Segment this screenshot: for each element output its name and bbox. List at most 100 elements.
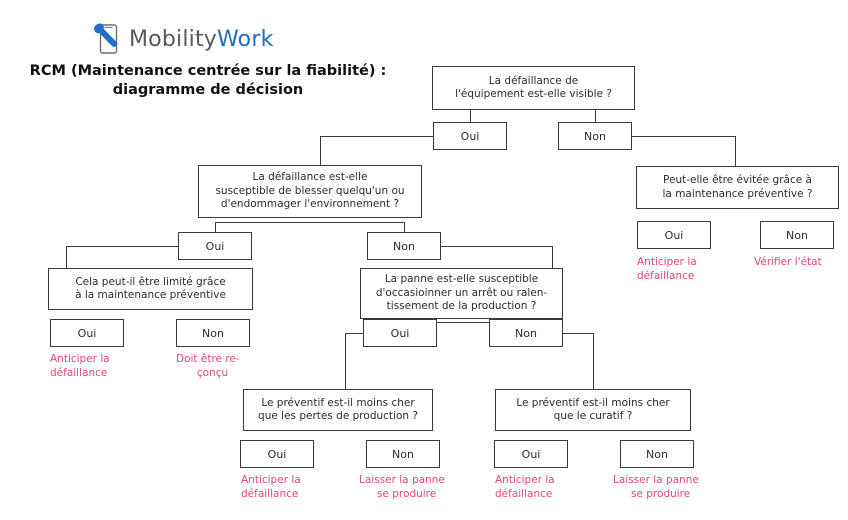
action-safetyprev-yes-anticipate: Anticiper la défaillance: [50, 353, 150, 380]
connector-safety-to-no: [404, 222, 405, 232]
answer-safetyprev-no-label: Non: [202, 326, 224, 340]
question-failure-harms-people-or-environment: La défaillance est-elle susceptible de b…: [198, 165, 422, 218]
action-safetyprev-yes-line2: défaillance: [50, 366, 108, 379]
page-title-line1: RCM (Maintenance centrée sur la fiabilit…: [29, 63, 387, 79]
action-safetyprev-no-redesign: Doit être re- çonçu: [176, 353, 271, 380]
action-costprod-no-line2: se produire: [377, 487, 437, 500]
q-safety-line2: susceptible de blesser quelqu'un ou: [215, 184, 405, 197]
connector-root-no-v: [735, 136, 736, 166]
connector-root-yes-h: [320, 136, 433, 137]
action-hidden-no-check-state: Vérifier l'état: [754, 256, 848, 270]
answer-costprod-no-label: Non: [392, 447, 414, 461]
answer-production-no: Non: [489, 319, 563, 347]
answer-safetyprev-yes-label: Oui: [77, 326, 97, 340]
connector-production-yes-v: [345, 333, 346, 389]
action-costprod-yes-line1: Anticiper la: [241, 474, 301, 486]
answer-safetyprev-yes: Oui: [50, 319, 124, 347]
connector-safety-no-h: [441, 246, 552, 247]
answer-costcur-no: Non: [620, 440, 694, 468]
question-can-be-avoided-by-preventive-maintenance: Peut-elle être évitée grâce à la mainten…: [636, 166, 839, 209]
action-costcur-no-line1: Laisser la panne: [613, 474, 699, 486]
answer-root-yes-label: Oui: [460, 129, 480, 143]
answer-costprod-yes-label: Oui: [267, 447, 287, 461]
action-hidden-yes-line1: Anticiper la: [637, 256, 697, 268]
q-production-line1: La panne est-elle susceptible: [384, 273, 539, 286]
q-root-line2: l'équipement est-elle visible ?: [455, 88, 612, 100]
connector-safety-to-yes: [215, 222, 216, 232]
logo-wordmark: MobilityWork: [129, 27, 274, 52]
action-costcur-no-line2: se produire: [631, 487, 691, 500]
action-hidden-yes-line2: défaillance: [637, 269, 695, 282]
answer-hidden-no-label: Non: [786, 228, 808, 242]
connector-production-yes-h: [345, 333, 363, 334]
question-can-be-limited-by-preventive-maintenance: Cela peut-il être limité grâce à la main…: [48, 268, 253, 310]
answer-safety-yes-label: Oui: [205, 239, 225, 253]
question-failure-causes-production-stop: La panne est-elle susceptible d'occasioi…: [360, 268, 563, 319]
answer-root-no-label: Non: [584, 129, 606, 143]
page-title-line2: diagramme de décision: [112, 82, 304, 98]
action-costprod-no-line1: Laisser la panne: [359, 474, 445, 486]
answer-costcur-no-label: Non: [646, 447, 668, 461]
q-hidden-line2: la maintenance préventive ?: [662, 187, 813, 200]
connector-root-to-yes: [470, 110, 471, 122]
mobility-work-logo: MobilityWork: [92, 22, 274, 56]
answer-hidden-yes: Oui: [637, 221, 711, 249]
answer-hidden-yes-label: Oui: [664, 228, 684, 242]
q-safety-line1: La défaillance est-elle: [252, 171, 368, 184]
answer-costprod-no: Non: [366, 440, 440, 468]
connector-root-no-h: [632, 136, 735, 137]
connector-root-yes-v: [320, 136, 321, 165]
action-costprod-yes-line2: défaillance: [241, 487, 299, 500]
q-production-line2: d'occasioinner un arrêt ou ralen-: [375, 286, 548, 299]
logo-text-mobility: Mobility: [129, 26, 217, 52]
answer-root-no: Non: [558, 122, 632, 150]
answer-production-yes-label: Oui: [390, 326, 410, 340]
question-equipment-failure-visible: La défaillance de l'équipement est-elle …: [432, 66, 635, 110]
q-costprod-line2: que les pertes de production ?: [258, 410, 418, 422]
connector-safety-no-v: [552, 246, 553, 268]
q-costcur-line1: Le préventif est-il moins cher: [516, 396, 670, 409]
action-safetyprev-no-line1: Doit être re-: [176, 353, 240, 365]
wrench-tablet-icon: [92, 22, 122, 56]
q-hidden-line1: Peut-elle être évitée grâce à: [663, 174, 812, 186]
action-hidden-no-line1: Vérifier l'état: [754, 256, 822, 268]
q-safetyprev-line1: Cela peut-il être limité grâce: [75, 275, 226, 288]
action-costprod-yes-anticipate: Anticiper la défaillance: [241, 474, 341, 501]
action-costcur-yes-anticipate: Anticiper la défaillance: [495, 474, 595, 501]
answer-costprod-yes: Oui: [240, 440, 314, 468]
connector-production-span: [400, 322, 526, 323]
action-safetyprev-no-line2: çonçu: [196, 366, 229, 379]
q-root-line1: La défaillance de: [488, 74, 579, 87]
q-costcur-line2: que le curatif ?: [553, 410, 633, 422]
connector-production-no-v: [593, 333, 594, 389]
question-preventive-cheaper-than-curative: Le préventif est-il moins cher que le cu…: [495, 389, 691, 431]
action-costcur-no-let-fail: Laisser la panne se produire: [613, 474, 723, 501]
action-costcur-yes-line1: Anticiper la: [495, 474, 555, 486]
q-costprod-line1: Le préventif est-il moins cher: [261, 396, 415, 409]
q-safetyprev-line2: à la maintenance préventive: [75, 289, 226, 301]
answer-root-yes: Oui: [433, 122, 507, 150]
action-safetyprev-yes-line1: Anticiper la: [50, 353, 110, 365]
answer-production-yes: Oui: [363, 319, 437, 347]
answer-costcur-yes: Oui: [494, 440, 568, 468]
answer-safety-no: Non: [367, 232, 441, 260]
answer-production-no-label: Non: [515, 326, 537, 340]
connector-safety-span: [215, 222, 405, 223]
page-title: RCM (Maintenance centrée sur la fiabilit…: [8, 62, 408, 100]
logo-text-work: Work: [217, 26, 274, 52]
question-preventive-cheaper-than-production-losses: Le préventif est-il moins cher que les p…: [243, 389, 433, 431]
action-costcur-yes-line2: défaillance: [495, 487, 553, 500]
answer-safetyprev-no: Non: [176, 319, 250, 347]
answer-costcur-yes-label: Oui: [521, 447, 541, 461]
connector-root-to-no: [595, 110, 596, 122]
connector-safety-yes-h: [66, 246, 178, 247]
connector-safety-yes-v: [66, 246, 67, 268]
answer-safety-yes: Oui: [178, 232, 252, 260]
answer-safety-no-label: Non: [393, 239, 415, 253]
connector-production-no-h: [563, 333, 593, 334]
q-production-line3: tissement de la production ?: [386, 300, 537, 313]
q-safety-line3: d'endommager l'environnement ?: [220, 198, 400, 211]
action-hidden-yes-anticipate: Anticiper la défaillance: [637, 256, 737, 283]
action-costprod-no-let-fail: Laisser la panne se produire: [359, 474, 469, 501]
